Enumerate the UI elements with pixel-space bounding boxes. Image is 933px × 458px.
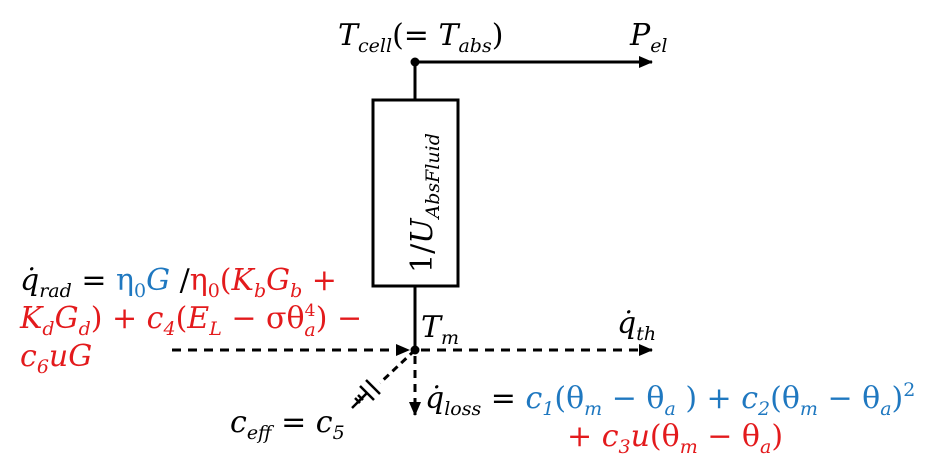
heat-loss-equation-line-2: + c3u(θm − θa) (567, 419, 783, 458)
radiation-equation-line-1: q̇rad = η0G /η0(KbGb + (20, 263, 337, 302)
radiation-equation-line-3: c6uG (20, 339, 92, 378)
cell-temperature-label: Tcell(= Tabs) (338, 18, 503, 57)
electrical-power-label: Pel (629, 18, 668, 57)
module-temperature-label: Tm (421, 310, 459, 349)
capacitor-icon (351, 379, 381, 409)
thermal-resistance-box (371, 98, 460, 288)
thermal-resistance-label: 1/UAbsFluid (405, 133, 444, 273)
effective-capacitance-label: ceff = c5 (230, 405, 345, 444)
thermal-output-label: q̇th (617, 306, 656, 345)
heat-loss-equation-line-1: q̇loss = c1(θm − θa ) + c2(θm − θa)2 (425, 379, 915, 420)
capacitance-wire (378, 348, 417, 385)
node-cell (410, 57, 420, 67)
